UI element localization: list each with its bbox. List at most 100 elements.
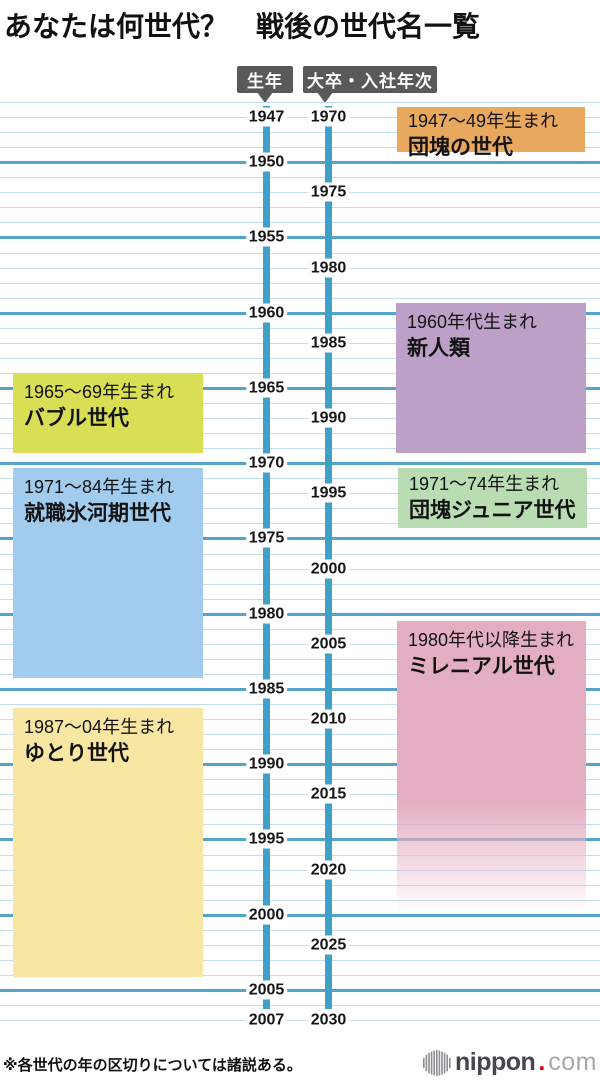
gridline-minor	[0, 357, 600, 359]
gridline-minor	[0, 177, 600, 179]
gridline-minor	[0, 643, 600, 645]
generation-box-yutori: 1987〜04年生まれ ゆとり世代	[13, 708, 203, 977]
gridline-minor	[0, 433, 600, 435]
gridline-minor	[0, 719, 600, 720]
axis-tick: 2005	[307, 634, 350, 654]
gridline-minor	[0, 372, 600, 374]
gridline-minor	[0, 342, 600, 344]
generation-birth-range: 1960年代生まれ	[407, 312, 538, 332]
gridline-minor	[0, 478, 600, 480]
axis-tick: 1970	[307, 107, 350, 127]
logo-text-dot: .	[538, 1048, 546, 1076]
axis-tick: 1950	[245, 152, 288, 172]
gridline-minor	[0, 824, 600, 826]
generation-name: 団塊の世代	[408, 136, 513, 159]
generation-box-bubble: 1965〜69年生まれ バブル世代	[13, 373, 203, 453]
axis-tick: 1970	[245, 453, 288, 473]
nippon-logo: nippon.com	[422, 1048, 597, 1077]
gridline-minor	[0, 553, 600, 555]
logo-text-light: com	[548, 1048, 597, 1076]
axis-tick: 2005	[245, 980, 288, 1000]
gridline-minor	[0, 252, 600, 254]
gridline-minor	[0, 944, 600, 946]
axis-tick: 2015	[307, 784, 350, 804]
gridline-minor	[0, 147, 600, 149]
axis-tick: 1975	[307, 182, 350, 202]
axis-tick: 1985	[307, 333, 350, 353]
gridline-minor	[0, 448, 600, 450]
generation-box-dankai-junior: 1971〜74年生まれ 団塊ジュニア世代	[398, 468, 587, 528]
gridline-minor	[0, 327, 600, 329]
axis-tick: 2030	[307, 1010, 350, 1030]
gridline-minor	[0, 508, 600, 510]
axis-tick: 1990	[245, 754, 288, 774]
axis-tick: 1980	[307, 258, 350, 277]
gridline-major	[0, 838, 600, 842]
axis-tick: 2010	[307, 709, 350, 729]
gridline-major	[0, 311, 600, 315]
axis-tick: 2025	[307, 935, 350, 955]
generation-birth-range: 1965〜69年生まれ	[24, 382, 175, 402]
gridline-major	[0, 763, 600, 767]
gridline-minor	[0, 192, 600, 194]
gridline-major	[0, 687, 600, 691]
axis-tick: 2007	[245, 1010, 288, 1030]
axis-tick: 1965	[245, 378, 288, 398]
axis-tick: 1975	[245, 528, 288, 548]
generation-name: 団塊ジュニア世代	[409, 499, 576, 522]
logo-text-bold: nippon	[455, 1048, 536, 1076]
axis-tick: 1995	[245, 829, 288, 849]
gridline-minor	[0, 899, 600, 901]
gridline-minor	[0, 207, 600, 209]
gridline-minor	[0, 794, 600, 796]
axis-tick: 2000	[307, 559, 350, 578]
gridline-minor	[0, 267, 600, 269]
gridline-major	[0, 988, 600, 992]
gridline-minor	[0, 779, 600, 781]
birth-year-axis-bar	[263, 106, 270, 1009]
generation-box-millennial: 1980年代以降生まれ ミレニアル世代	[397, 621, 586, 920]
gridline-minor	[0, 493, 600, 495]
gridline-minor	[0, 568, 600, 570]
generation-name: 就職氷河期世代	[24, 502, 171, 525]
gridline-minor	[0, 673, 600, 675]
generation-name: バブル世代	[24, 407, 129, 430]
axis-tick: 1980	[245, 604, 288, 624]
graduation-year-axis-label: 大卒・入社年次	[303, 66, 437, 93]
axis-tick: 1955	[245, 227, 288, 247]
gridline-major	[0, 537, 600, 541]
generation-birth-range: 1987〜04年生まれ	[24, 717, 175, 737]
gridline-minor	[0, 749, 600, 751]
gridline-major	[0, 236, 600, 240]
birth-year-axis-label: 生年	[237, 66, 293, 93]
gridline-minor	[0, 282, 600, 284]
gridline-major	[0, 386, 600, 390]
axis-tick: 1985	[245, 679, 288, 699]
axis-tick: 1947	[245, 107, 288, 127]
gridline-major	[0, 462, 600, 466]
gridline-minor	[0, 523, 600, 525]
generation-birth-range: 1971〜74年生まれ	[409, 474, 560, 494]
gridline-minor	[0, 1020, 600, 1021]
footnote: ※各世代の年の区切りについては諸説ある。	[3, 1057, 302, 1074]
gridline-minor	[0, 974, 600, 976]
gridline-minor	[0, 734, 600, 736]
graduation-year-axis-bar	[325, 106, 332, 1009]
axis-tick: 1990	[307, 408, 350, 428]
generation-name: ゆとり世代	[24, 742, 129, 765]
page-title: あなたは何世代？ 戦後の世代名一覧	[4, 11, 481, 42]
gridline-minor	[0, 598, 600, 600]
axis-tick: 1960	[245, 303, 288, 323]
axis-tick: 2000	[245, 905, 288, 925]
gridline-minor	[0, 809, 600, 811]
generation-name: 新人類	[407, 337, 470, 360]
gridline-minor	[0, 704, 600, 705]
generation-box-dankai: 1947〜49年生まれ 団塊の世代	[397, 107, 585, 159]
pointer-triangle-right	[317, 92, 333, 103]
gridline-minor	[0, 658, 600, 660]
gridline-minor	[0, 1005, 600, 1006]
gridline-minor	[0, 884, 600, 886]
gridline-major	[0, 161, 600, 165]
generation-name: ミレニアル世代	[408, 655, 555, 678]
